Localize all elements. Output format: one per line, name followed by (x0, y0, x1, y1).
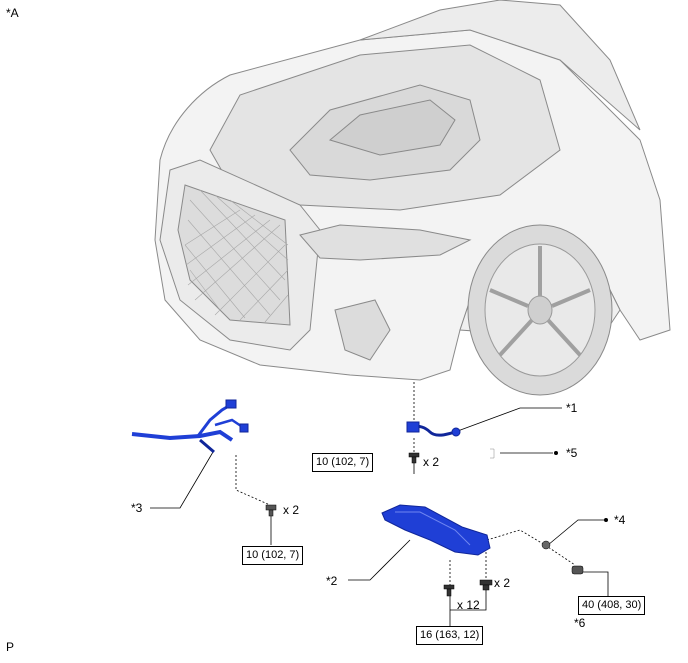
callout-3: *3 (131, 501, 143, 515)
callout-5: *5 (566, 446, 578, 460)
torque-nut: 40 (408, 30) (578, 596, 646, 615)
front-wheel (467, 224, 613, 396)
under-cover-part (381, 504, 491, 556)
grille-mesh (184, 189, 289, 323)
callout-6: *6 (574, 616, 586, 630)
figure-code: P (6, 640, 15, 654)
callout-2: *2 (326, 574, 338, 588)
qty-bracket-bolt: x 2 (283, 503, 300, 517)
callout-dot-4 (604, 518, 608, 522)
torque-sensor-bolt: 10 (102, 7) (312, 453, 374, 472)
leader-lines (150, 382, 609, 626)
fasteners (265, 448, 584, 597)
sensor-part (406, 421, 461, 437)
qty-cover-bolts: x 12 (457, 598, 480, 612)
callout-4: *4 (614, 513, 626, 527)
view-label: *A (6, 6, 19, 20)
qty-cover-clips: x 2 (494, 576, 511, 590)
torque-bracket-bolt: 10 (102, 7) (242, 546, 304, 565)
callout-1: *1 (566, 401, 578, 415)
qty-sensor-bolt: x 2 (423, 455, 440, 469)
wire-harness-part (131, 399, 249, 454)
torque-cover-bolts: 16 (163, 12) (416, 626, 484, 645)
callout-dot-5 (554, 451, 558, 455)
